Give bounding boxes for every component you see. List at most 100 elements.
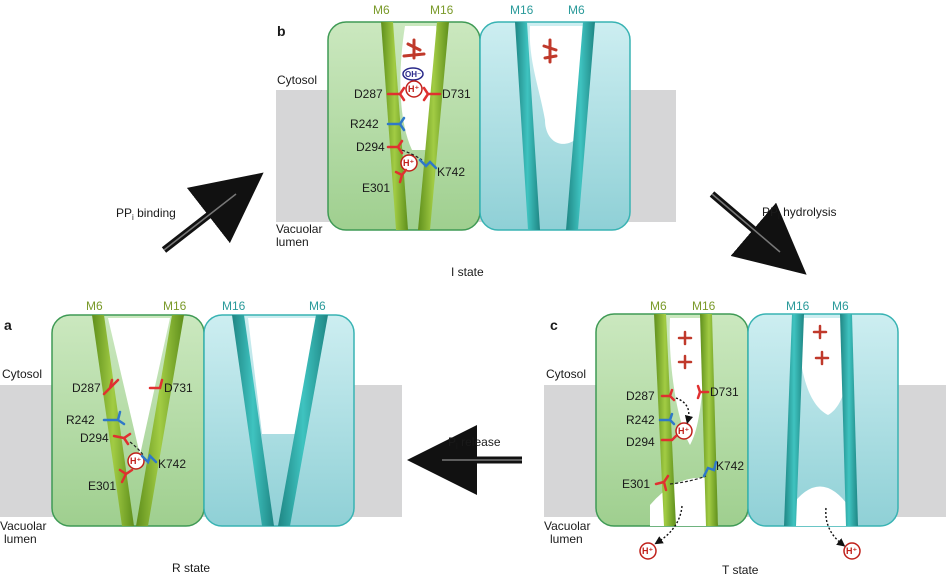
- proton-label-a: H⁺: [130, 456, 141, 466]
- proton-c-2: [639, 542, 657, 560]
- proton-label-b-2: H⁺: [403, 158, 414, 168]
- residue-e301-a: [118, 468, 134, 484]
- proton-path-c-1: [675, 397, 694, 425]
- pi-molecule-c-1: [677, 330, 693, 346]
- proton-c-1: [675, 422, 693, 440]
- residue-r242-c: [658, 412, 676, 426]
- proton-label-c-3: H⁺: [846, 546, 857, 556]
- panel-letter-a: a: [4, 317, 12, 333]
- helix-m6-teal-a: [278, 315, 328, 526]
- arrow-hydrolysis: [709, 191, 807, 275]
- residue-label-d294-b: D294: [356, 140, 385, 154]
- helix-label-a-3: M6: [309, 299, 326, 313]
- label-pi-release: Pi release: [448, 435, 501, 451]
- proton-label-c-1: H⁺: [678, 426, 689, 436]
- residue-label-k742-c: K742: [716, 459, 744, 473]
- residue-label-k742-a: K742: [158, 457, 186, 471]
- residue-k742-c: [702, 460, 718, 478]
- panel-letter-c: c: [550, 317, 558, 333]
- helix-label-c-3: M6: [832, 299, 849, 313]
- hydroxide-b: OH⁻: [405, 70, 421, 79]
- pi-molecule-c-3: [812, 324, 828, 340]
- residue-label-d731-b: D731: [442, 87, 471, 101]
- helix-label-a-0: M6: [86, 299, 103, 313]
- residue-d731-b: [422, 86, 442, 102]
- residue-label-e301-c: E301: [622, 477, 650, 491]
- helix-label-c-2: M16: [786, 299, 810, 313]
- residue-label-d731-a: D731: [164, 381, 193, 395]
- residue-label-e301-b: E301: [362, 181, 390, 195]
- hydroxide-ellipse-b: [402, 67, 424, 81]
- residue-d731-a: [148, 378, 164, 390]
- helix-label-c-1: M16: [692, 299, 716, 313]
- residue-label-d287-c: D287: [626, 389, 655, 403]
- cytosol-label-b: Cytosol: [277, 73, 317, 87]
- residue-k742-a: [140, 453, 158, 465]
- proton-c-3: [843, 542, 861, 560]
- helix-label-b-0: M6: [373, 3, 390, 17]
- helix-m16-teal-c: [784, 314, 804, 526]
- residue-d287-c: [660, 388, 676, 402]
- state-label-c: T state: [722, 563, 759, 577]
- lumen-label-c-1: Vacuolar: [544, 519, 590, 533]
- ppi-molecule-b-2: [542, 38, 558, 64]
- residue-label-d287-a: D287: [72, 381, 101, 395]
- proton-path-c-3: [825, 507, 846, 547]
- label-ppi-binding: PPi binding: [116, 206, 176, 222]
- residue-d294-c: [660, 434, 678, 442]
- helix-label-b-1: M16: [430, 3, 454, 17]
- helix-label-a-1: M16: [163, 299, 187, 313]
- residue-label-r242-a: R242: [66, 413, 95, 427]
- residue-label-r242-c: R242: [626, 413, 655, 427]
- helix-label-a-2: M16: [222, 299, 246, 313]
- proton-label-c-2: H⁺: [642, 546, 653, 556]
- hbond-a: [129, 441, 145, 457]
- helix-m16-teal-b: [515, 22, 540, 230]
- state-label-b: I state: [451, 265, 484, 279]
- lumen-label-c-2: lumen: [550, 532, 583, 546]
- cavity-green-c: [669, 318, 706, 445]
- residue-label-d287-b: D287: [354, 87, 383, 101]
- pi-molecule-c-2: [677, 354, 693, 370]
- residue-label-d294-a: D294: [80, 431, 109, 445]
- panel-c: M6 M16 M16 M6 c Cytosol Vacuolar lumen H…: [544, 299, 946, 577]
- pi-molecule-c-4: [814, 350, 830, 366]
- proton-label-b-1: H⁺: [408, 84, 419, 94]
- lumen-label-b-2: lumen: [276, 235, 309, 249]
- residue-r242-a: [102, 410, 126, 426]
- lumen-label-a-1: Vacuolar: [0, 519, 46, 533]
- proton-b-2: [400, 154, 418, 172]
- residue-e301-b: [394, 168, 408, 184]
- lumen-label-a-2: lumen: [4, 532, 37, 546]
- panel-a: M6 M16 M16 M6 a Cytosol Vacuolar lumen H…: [0, 299, 402, 575]
- residue-label-d294-c: D294: [626, 435, 655, 449]
- helix-label-b-2: M16: [510, 3, 534, 17]
- residue-r242-b: [386, 116, 406, 132]
- cytosol-label-a: Cytosol: [2, 367, 42, 381]
- state-label-a: R state: [172, 561, 210, 575]
- panel-b: M6 M16 M16 M6 b Cytosol Vacuolar lumen O…: [276, 3, 676, 279]
- helix-m16-b: [418, 22, 449, 230]
- helix-m6-teal-b: [566, 22, 595, 230]
- residue-d294-b: [386, 139, 404, 155]
- residue-label-k742-b: K742: [437, 165, 465, 179]
- helix-m16-a: [136, 315, 184, 526]
- cavity-green-a: [108, 318, 170, 455]
- proton-a: [127, 452, 145, 470]
- lumen-label-b-1: Vacuolar: [276, 222, 322, 236]
- arrow-binding: [161, 172, 264, 253]
- helix-label-c-0: M6: [650, 299, 667, 313]
- proton-b-1: [405, 80, 423, 98]
- cytosol-label-c: Cytosol: [546, 367, 586, 381]
- residue-label-d731-c: D731: [710, 385, 739, 399]
- residue-d731-c: [696, 384, 710, 400]
- residue-d287-a: [102, 378, 120, 396]
- panel-letter-b: b: [277, 23, 286, 39]
- residue-d294-a: [112, 432, 132, 446]
- helix-m6-teal-c: [840, 314, 858, 526]
- label-ppi-hydrolysis: PPi hydrolysis: [762, 205, 836, 221]
- residue-e301-c: [654, 474, 670, 492]
- ppi-molecule-b-1: [402, 38, 426, 60]
- cavity-cyan-c: [798, 318, 851, 415]
